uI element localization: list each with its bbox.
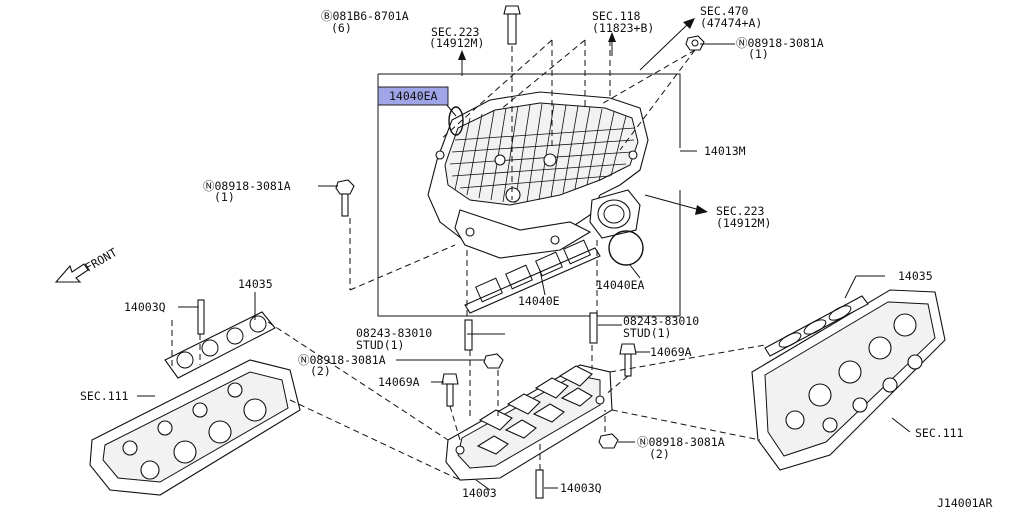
part-highlight-box[interactable] [377, 86, 449, 106]
nut-mid[interactable] [483, 353, 504, 369]
bolt-081b6-8701a[interactable] [503, 5, 521, 45]
intake-collector[interactable] [427, 91, 649, 259]
label-bolt-081b6: Ⓑ081B6-8701A [321, 9, 409, 23]
bolt-14069a-left[interactable] [441, 373, 459, 407]
stud-14003q-left[interactable] [197, 299, 205, 335]
gasket-14040ea-upper[interactable] [448, 106, 464, 136]
label-gasket-14035-left: 14035 [238, 277, 273, 291]
label-sec111-left: SEC.111 [80, 389, 129, 403]
gasket-14035-left[interactable] [164, 311, 276, 379]
label-sec111-right: SEC.111 [915, 426, 964, 440]
label-gasket-14040e: 14040E [518, 294, 560, 308]
cylinder-head-right[interactable] [751, 289, 946, 471]
label-sec118: SEC.118 [592, 9, 641, 23]
front-arrow [54, 263, 89, 283]
cylinder-head-left[interactable] [89, 359, 301, 496]
label-gasket-14040ea-lower: 14040EA [596, 278, 645, 292]
label-gasket-highlight[interactable]: 14040EA [389, 89, 438, 103]
label-sec470-sub: (47474+A) [700, 16, 762, 30]
gasket-14040e[interactable] [464, 239, 601, 314]
label-stud-right-code: 08243-83010 [623, 314, 699, 328]
label-sec223-top: SEC.223 [431, 25, 480, 39]
label-sec118-sub: (11823+B) [592, 21, 654, 35]
label-sec223-top-sub: (14912M) [429, 36, 484, 50]
nut-top-right[interactable] [685, 35, 705, 51]
stud-right-08243[interactable] [589, 312, 598, 344]
label-nut-left-qty: (1) [214, 190, 235, 204]
label-nut-bottom-qty: (2) [649, 447, 670, 461]
label-sec223-right-sub: (14912M) [716, 216, 771, 230]
dashed-leaders [171, 39, 766, 481]
label-stud-right-name: STUD(1) [623, 326, 671, 340]
label-manifold-14003: 14003 [462, 486, 497, 500]
nut-bottom[interactable] [598, 433, 619, 449]
stud-14003q-bottom[interactable] [535, 469, 544, 499]
label-stud-14003q-left: 14003Q [124, 300, 166, 314]
label-nut-top-right: Ⓝ08918-3081A [736, 36, 824, 50]
label-gasket-14035-right: 14035 [898, 269, 933, 283]
label-collector: 14013M [704, 144, 746, 158]
label-stud-14003q-bottom: 14003Q [560, 481, 602, 495]
label-sec223-right: SEC.223 [716, 204, 765, 218]
label-stud-left-name: STUD(1) [356, 338, 404, 352]
collector-frame [378, 73, 681, 148]
bolt-14069a-right[interactable] [619, 343, 637, 377]
label-nut-mid: Ⓝ08918-3081A [298, 353, 386, 367]
label-bolt-14069a-left: 14069A [378, 375, 420, 389]
label-stud-left-code: 08243-83010 [356, 326, 432, 340]
label-front: FRONT [83, 245, 120, 274]
label-sec470: SEC.470 [700, 4, 749, 18]
label-bolt-081b6-qty: (6) [331, 21, 352, 35]
label-nut-bottom: Ⓝ08918-3081A [637, 435, 725, 449]
label-nut-left: Ⓝ08918-3081A [203, 179, 291, 193]
gasket-14035-right[interactable] [764, 295, 869, 357]
nut-left[interactable] [335, 179, 355, 217]
sec-arrows [458, 18, 708, 215]
intake-manifold-14003[interactable] [445, 364, 613, 481]
label-nut-mid-qty: (2) [310, 364, 331, 378]
label-diagram-code: J14001AR [937, 496, 992, 510]
callout-leaders [137, 43, 911, 491]
label-nut-top-right-qty: (1) [748, 47, 769, 61]
label-bolt-14069a-right: 14069A [650, 345, 692, 359]
gasket-14040ea-lower[interactable] [608, 230, 644, 266]
stud-left-08243[interactable] [464, 319, 473, 351]
